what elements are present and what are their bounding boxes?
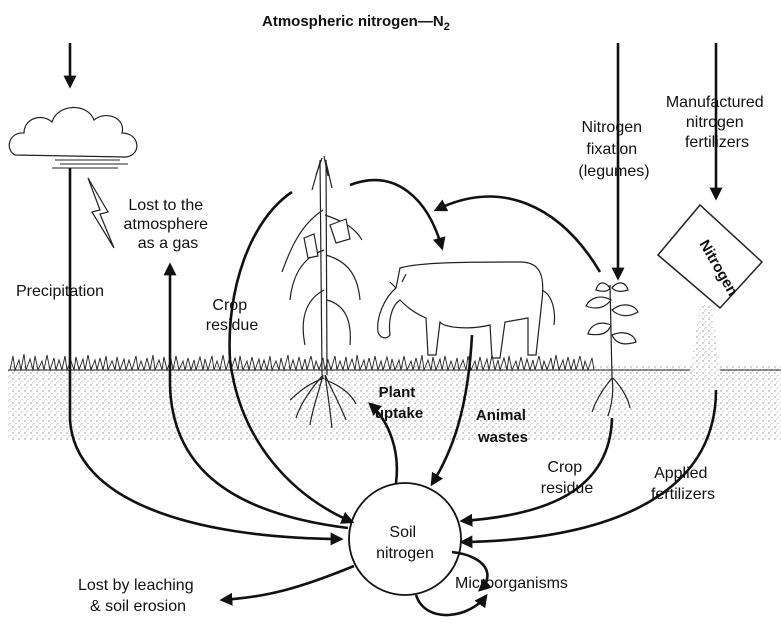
cloud-icon (9, 107, 137, 168)
arrow-leaching-erosion (222, 566, 354, 600)
label-applied-fertilizers: Applied fertilizers (651, 465, 715, 503)
fertilizer-bag-illustration: Nitrogen (658, 205, 762, 308)
legume-plant-illustration (586, 283, 638, 378)
arrow-corn-to-cow (350, 180, 442, 248)
label-manufactured-fertilizers: Manufactured nitrogen fertilizers (666, 94, 768, 151)
lightning-bolt-icon (88, 178, 114, 248)
arrow-legume-to-cow (436, 197, 600, 272)
label-lost-by-leaching: Lost by leaching & soil erosion (78, 577, 198, 615)
corn-plant-illustration (282, 156, 362, 375)
arrow-microorganisms-loop (416, 595, 486, 615)
label-precipitation: Precipitation (16, 283, 104, 300)
arrow-crop-residue-left (230, 192, 352, 522)
label-nitrogen-fixation: Nitrogen fixation (legumes) (578, 119, 649, 180)
label-crop-residue-right: Crop residue (541, 459, 594, 497)
cow-illustration (378, 262, 555, 358)
fertilizer-spray (690, 305, 720, 372)
label-lost-to-atmosphere: Lost to the atmosphere as a gas (124, 197, 213, 252)
label-microorganisms: Microorganisms (455, 575, 568, 592)
diagram-title: Atmospheric nitrogen—N2 (262, 13, 450, 33)
soil-band (8, 365, 781, 440)
